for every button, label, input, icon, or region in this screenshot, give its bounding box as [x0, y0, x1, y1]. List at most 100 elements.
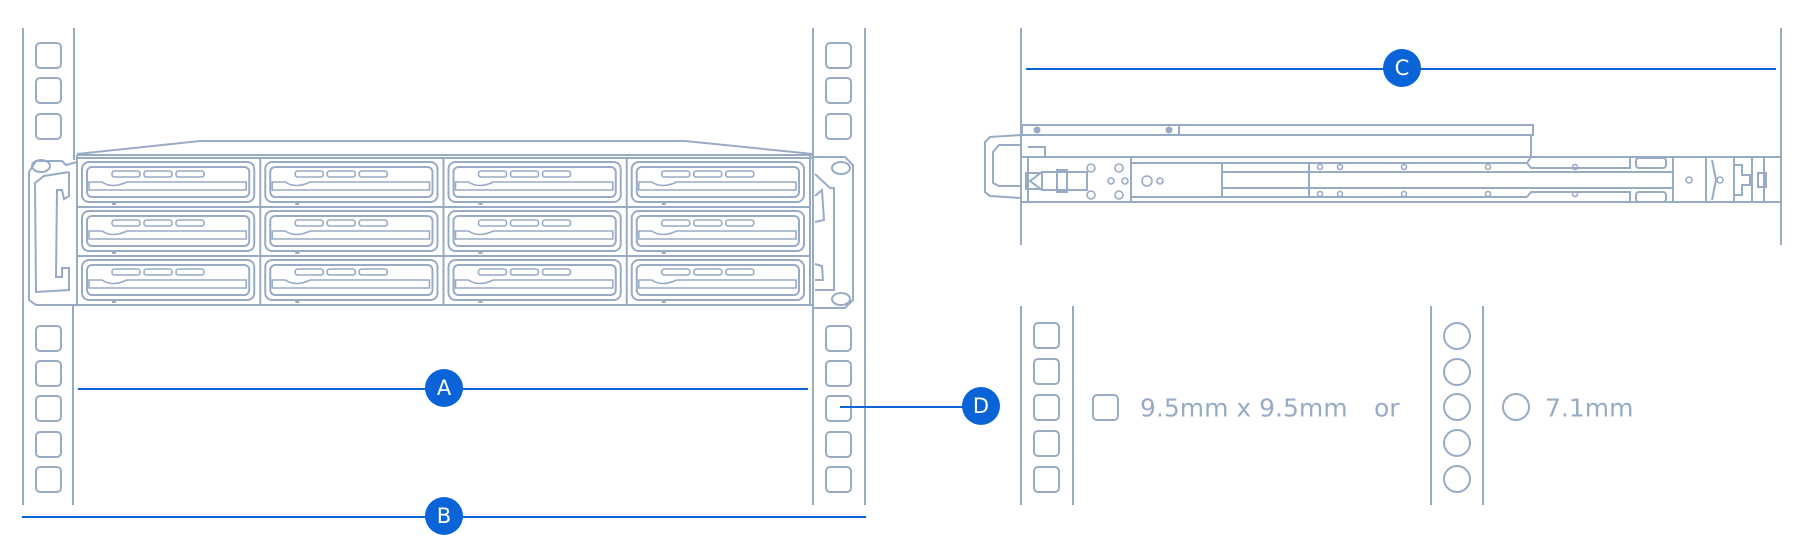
drive-tray — [264, 259, 439, 301]
rack-square-hole — [1033, 430, 1060, 457]
rack-square-hole — [825, 42, 852, 69]
drive-release-latch — [271, 279, 431, 289]
callout-b-label: B — [437, 504, 451, 528]
drive-tab — [112, 203, 116, 205]
drive-led-slot — [111, 170, 141, 178]
drive-tray-inner — [452, 264, 617, 296]
callout-b: B — [22, 497, 866, 535]
drive-bay — [447, 210, 622, 254]
round-hole-icon — [1502, 393, 1530, 421]
drive-bay — [264, 161, 439, 205]
drive-bay — [81, 210, 256, 254]
drive-tray-inner — [269, 215, 434, 247]
drive-tray-inner — [452, 166, 617, 198]
drive-led-slot — [660, 170, 691, 178]
rack-square-hole — [825, 466, 852, 493]
right-rack-post — [812, 28, 866, 505]
drive-led-slot — [692, 219, 723, 227]
left-rack-post — [22, 28, 75, 505]
drive-release-latch — [454, 181, 614, 191]
round-hole-post — [1430, 306, 1484, 505]
rack-round-hole — [1443, 429, 1471, 457]
drive-tray-inner — [635, 215, 800, 247]
rail-hole — [1571, 163, 1579, 171]
drive-release-latch — [88, 230, 248, 240]
drive-tray — [447, 259, 622, 301]
rack-square-hole — [35, 42, 62, 69]
rail-hole — [1336, 163, 1344, 171]
drive-led-slot — [111, 219, 141, 227]
drive-led-slot — [143, 219, 173, 227]
drive-led-slot — [692, 268, 723, 276]
callout-d-badge — [962, 387, 1000, 425]
outer-rail — [1022, 156, 1780, 203]
drive-tab — [661, 203, 666, 205]
drive-led-slot — [541, 219, 572, 227]
drive-led-slot — [509, 170, 540, 178]
drive-release-latch — [454, 279, 614, 289]
drive-tray — [81, 210, 256, 252]
callout-a-label: A — [437, 376, 452, 400]
drive-tray-inner — [269, 166, 434, 198]
drive-led-slot — [143, 268, 173, 276]
rail-kit-view: C — [984, 28, 1782, 245]
drive-led-slot — [358, 219, 389, 227]
rack-square-hole — [35, 77, 62, 104]
drive-tray — [264, 161, 439, 203]
hole-option-separator: or — [1374, 394, 1400, 423]
drive-release-latch — [454, 230, 614, 240]
rail-hole — [1316, 163, 1324, 171]
rack-square-hole — [35, 325, 62, 352]
drive-tray — [630, 161, 805, 203]
drive-led-slot — [358, 170, 389, 178]
drive-tray-inner — [635, 264, 800, 296]
front-view: A B D — [22, 28, 1000, 535]
rail-hole — [1484, 190, 1492, 198]
drive-tray — [81, 259, 256, 301]
drive-bay — [630, 259, 805, 303]
hole-options: 9.5mm x 9.5mm or 7.1mm — [1020, 306, 1633, 505]
drive-tray-inner — [452, 215, 617, 247]
rack-round-hole — [1443, 322, 1471, 350]
drive-tab — [295, 252, 300, 254]
drive-led-slot — [541, 268, 572, 276]
drive-led-slot — [692, 170, 723, 178]
drive-led-slot — [175, 219, 205, 227]
drive-led-slot — [660, 268, 691, 276]
drive-led-slot — [175, 170, 205, 178]
left-rack-ear — [28, 159, 78, 306]
drive-release-latch — [88, 279, 248, 289]
rack-square-hole — [825, 431, 852, 458]
drive-tab — [478, 301, 483, 303]
callout-c-badge — [1383, 49, 1421, 87]
rail-hole — [1571, 190, 1579, 198]
drive-led-slot — [477, 170, 508, 178]
rack-round-hole — [1443, 393, 1471, 421]
rack-square-hole — [825, 77, 852, 104]
drive-release-latch — [637, 279, 797, 289]
drive-bay-grid — [77, 158, 810, 305]
rail-hole — [1336, 190, 1344, 198]
drive-led-slot — [294, 268, 325, 276]
rack-square-hole — [825, 395, 852, 422]
drive-led-slot — [724, 268, 755, 276]
callout-a: A — [78, 369, 808, 407]
drive-tab — [478, 203, 483, 205]
drive-led-slot — [326, 268, 357, 276]
drive-bay — [81, 161, 256, 205]
rack-square-hole — [825, 113, 852, 140]
rack-square-hole — [35, 466, 62, 493]
rack-square-hole — [35, 113, 62, 140]
drive-led-slot — [541, 170, 572, 178]
drive-tab — [295, 203, 300, 205]
round-hole-size: 7.1mm — [1545, 394, 1633, 423]
drive-tray — [447, 161, 622, 203]
drive-led-slot — [660, 219, 691, 227]
drive-led-slot — [509, 268, 540, 276]
drive-release-latch — [637, 181, 797, 191]
drive-release-latch — [88, 181, 248, 191]
rack-square-hole — [1033, 466, 1060, 493]
drive-led-slot — [724, 170, 755, 178]
drive-led-slot — [326, 219, 357, 227]
